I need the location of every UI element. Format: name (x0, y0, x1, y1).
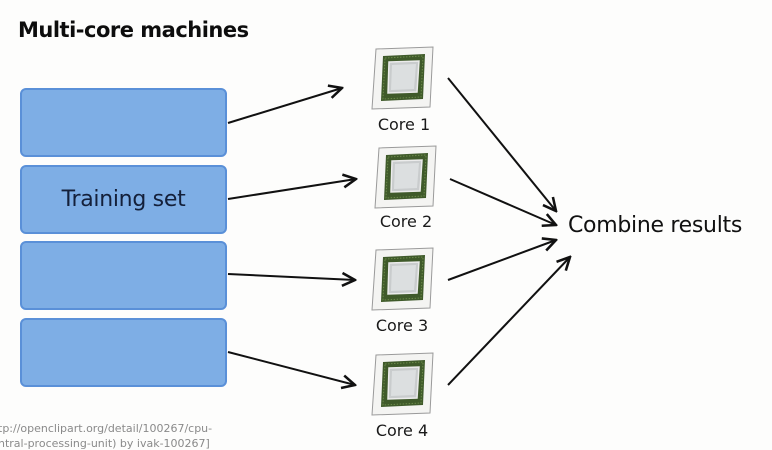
arrow-core2-combine (449, 178, 556, 225)
training-partition-1 (20, 88, 227, 157)
cpu-chip-icon (374, 145, 437, 209)
training-partition-4 (20, 318, 227, 387)
core-label: Core 3 (375, 316, 429, 335)
cpu-chip-icon (371, 247, 434, 311)
training-partition-2: Training set (20, 165, 227, 234)
core-label: Core 1 (377, 115, 431, 134)
arrow-partition4-core4 (227, 351, 355, 385)
partition-label: Training set (61, 187, 186, 212)
arrow-core3-combine (447, 240, 556, 281)
image-credit-line-1: tp://openclipart.org/detail/100267/cpu- (0, 422, 213, 435)
arrow-partition3-core3 (227, 274, 355, 280)
slide-title: Multi-core machines (18, 18, 249, 42)
training-partition-3 (20, 241, 227, 310)
cpu-chip-icon (371, 352, 434, 416)
core-label: Core 2 (379, 212, 433, 231)
arrow-partition2-core2 (227, 179, 356, 200)
arrow-partition1-core1 (227, 88, 342, 124)
arrow-core1-combine (447, 77, 556, 211)
core-label: Core 4 (375, 421, 429, 440)
arrow-core4-combine (447, 257, 570, 386)
image-credit-line-2: ntral-processing-unit) by ivak-100267] (0, 437, 210, 450)
cpu-chip-icon (371, 46, 434, 110)
combine-results-label: Combine results (568, 213, 743, 238)
